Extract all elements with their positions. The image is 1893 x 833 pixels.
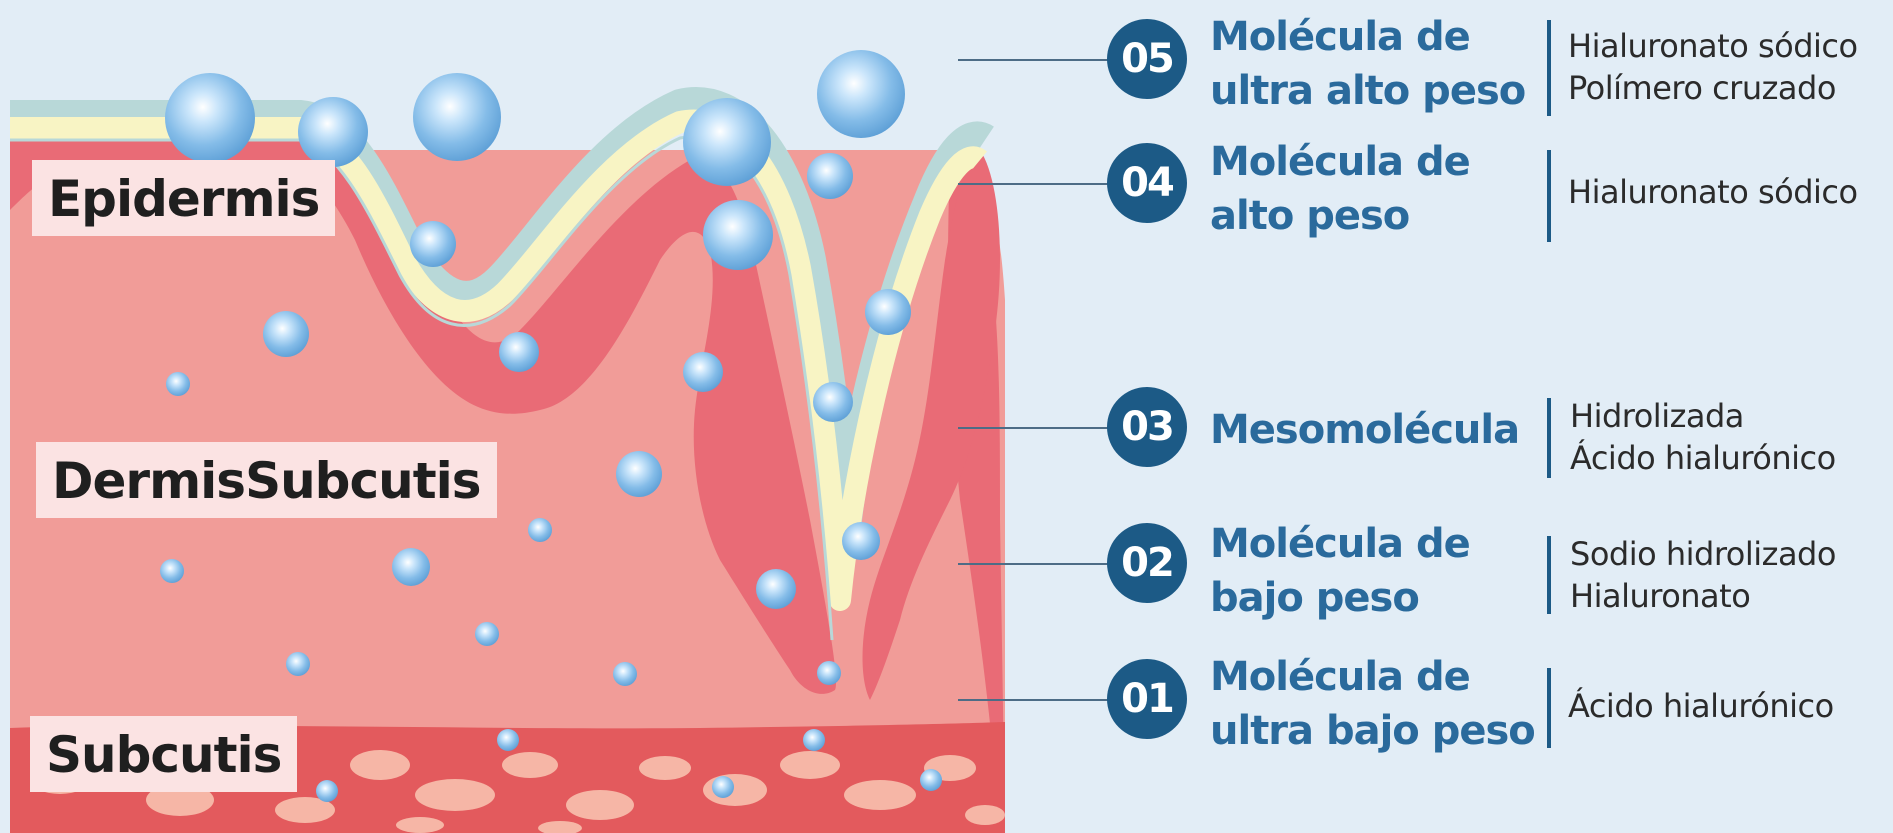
badge-03: 03 xyxy=(1107,387,1187,467)
label-subcutis: Subcutis xyxy=(30,716,297,792)
title-01-line1: Molécula de xyxy=(1210,650,1535,704)
desc-03: Hidrolizada Ácido hialurónico xyxy=(1570,395,1836,479)
desc-01: Ácido hialurónico xyxy=(1568,685,1834,727)
desc-03-line1: Hidrolizada xyxy=(1570,395,1836,437)
separator-01 xyxy=(1547,668,1551,748)
title-02: Molécula de bajo peso xyxy=(1210,517,1470,625)
desc-05-line2: Polímero cruzado xyxy=(1568,67,1858,109)
title-03: Mesomolécula xyxy=(1210,403,1519,457)
title-04-line1: Molécula de xyxy=(1210,135,1470,189)
title-05: Molécula de ultra alto peso xyxy=(1210,10,1525,118)
desc-05-line1: Hialuronato sódico xyxy=(1568,25,1858,67)
separator-05 xyxy=(1547,20,1551,116)
title-05-line2: ultra alto peso xyxy=(1210,64,1525,118)
badge-01: 01 xyxy=(1107,659,1187,739)
title-04-line2: alto peso xyxy=(1210,189,1470,243)
title-01-line2: ultra bajo peso xyxy=(1210,704,1535,758)
separator-03 xyxy=(1547,398,1551,478)
separator-04 xyxy=(1547,150,1551,242)
badge-02: 02 xyxy=(1107,523,1187,603)
desc-02: Sodio hidrolizado Hialuronato xyxy=(1570,533,1836,617)
title-02-line1: Molécula de xyxy=(1210,517,1470,571)
desc-01-line1: Ácido hialurónico xyxy=(1568,685,1834,727)
label-dermis-subcutis: DermisSubcutis xyxy=(36,442,497,518)
title-02-line2: bajo peso xyxy=(1210,571,1470,625)
title-04: Molécula de alto peso xyxy=(1210,135,1470,243)
desc-04-line1: Hialuronato sódico xyxy=(1568,171,1858,213)
desc-03-line2: Ácido hialurónico xyxy=(1570,437,1836,479)
title-01: Molécula de ultra bajo peso xyxy=(1210,650,1535,758)
desc-04: Hialuronato sódico xyxy=(1568,171,1858,213)
badge-04: 04 xyxy=(1107,143,1187,223)
desc-05: Hialuronato sódico Polímero cruzado xyxy=(1568,25,1858,109)
desc-02-line2: Hialuronato xyxy=(1570,575,1836,617)
desc-02-line1: Sodio hidrolizado xyxy=(1570,533,1836,575)
label-epidermis: Epidermis xyxy=(32,160,335,236)
skin-cross-section xyxy=(0,0,1010,833)
badge-05: 05 xyxy=(1107,19,1187,99)
separator-02 xyxy=(1547,536,1551,614)
title-05-line1: Molécula de xyxy=(1210,10,1525,64)
title-03-line1: Mesomolécula xyxy=(1210,403,1519,457)
